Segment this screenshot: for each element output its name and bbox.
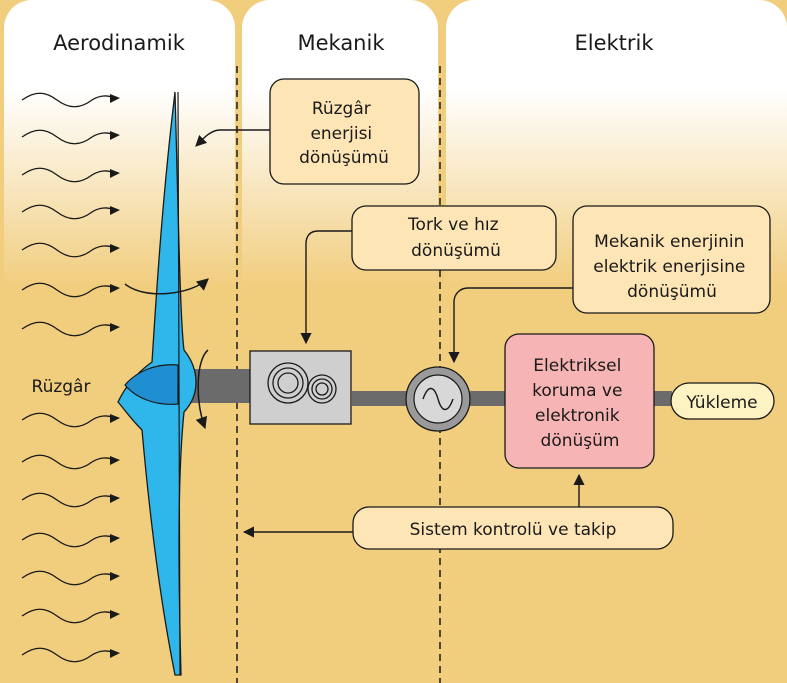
wind-arrow-icon [21,242,115,258]
generator-sine-icon [405,366,471,432]
callout-text: Tork ve hız [407,215,499,235]
control-label: Sistem kontrolü ve takip [410,520,617,540]
wind-arrow-icon [110,284,120,293]
wind-arrows [21,92,120,663]
wind-label: Rüzgâr [32,377,91,397]
section-title-mechanical: Mekanik [297,31,385,55]
gear-icon [267,362,337,404]
wind-arrow-icon [110,572,120,581]
protection-text: dönüşüm [541,431,620,451]
callout-text: Mekanik enerjinin [594,232,744,252]
wind-arrow-icon [21,570,115,586]
wind-arrow-icon [21,129,115,145]
svg-text:Rüzgâr enerjisi dö: Rüzgâr enerjisi dönüşümü [299,99,389,168]
wind-arrow-icon [21,608,115,624]
protection-text: elektronik [535,406,620,426]
wind-arrow-icon [110,649,120,658]
section-title-aerodynamic: Aerodinamik [53,31,186,55]
callout-text: elektrik enerjisine [593,257,745,277]
callout-wind-conversion: Rüzgâr enerjisi dönüşümü [269,78,420,185]
callout-mech-to-elec: Mekanik enerjinin elektrik enerjisine dö… [572,205,771,314]
arrow-mech-to-elec [448,287,573,364]
wind-arrow-icon [21,647,115,663]
wind-arrow-icon [21,492,115,508]
wind-arrow-icon [21,204,115,220]
wind-arrow-icon [21,321,115,337]
callout-text: Rüzgâr [312,99,371,119]
wind-arrow-icon [21,532,115,548]
section-aerodynamic [4,0,235,683]
wind-arrow-icon [110,169,120,178]
protection-text: koruma ve [532,381,622,401]
wind-arrow-icon [110,494,120,503]
gearbox [249,350,352,425]
wind-arrow-icon [110,323,120,332]
turbine-hub [124,364,179,405]
callout-text: enerjisi [310,124,372,144]
wind-arrow-icon [21,454,115,470]
wind-arrow-icon [110,456,120,465]
wind-arrow-icon [110,610,120,619]
callout-text: dönüşümü [627,282,717,302]
svg-text:Elektriksel koruma ve: Elektriksel koruma ve elektronik dönüşüm [532,356,628,451]
gear-shaft [352,391,408,406]
wind-arrow-icon [110,534,120,543]
wind-arrow-icon [110,244,120,253]
load-box: Yükleme [670,382,775,420]
wind-arrow-icon [110,131,120,140]
wind-arrow-icon [21,282,115,298]
arrow-torque-speed [300,230,352,345]
arrow-wind-conversion [195,129,270,147]
rotor-axis [177,91,181,676]
section-title-electrical: Elektrik [574,31,654,55]
protection-text: Elektriksel [533,356,621,376]
wind-arrow-icon [110,206,120,215]
rotation-arrow-icon [195,349,209,430]
protection-box: Elektriksel koruma ve elektronik dönüşüm [504,333,655,469]
rotation-arrow-icon [124,278,209,295]
callout-text: dönüşümü [299,148,389,168]
wind-arrow-icon [110,414,120,423]
callout-system-control: Sistem kontrolü ve takip [352,506,674,550]
svg-text:Tork ve hız dönüşümü: Tork ve hız dönüşümü [407,215,504,261]
callout-torque-speed: Tork ve hız dönüşümü [351,205,557,271]
wind-arrow-icon [21,412,115,428]
callout-text: dönüşümü [411,241,501,261]
load-label: Yükleme [685,393,757,413]
load-shaft [654,391,672,406]
wind-arrow-icon [21,167,115,183]
generator-shaft [470,391,505,406]
wind-arrow-icon [110,94,120,103]
svg-text:Mekanik enerjinin elektr: Mekanik enerjinin elektrik enerjisine dö… [593,232,750,302]
wind-arrow-icon [21,92,115,108]
